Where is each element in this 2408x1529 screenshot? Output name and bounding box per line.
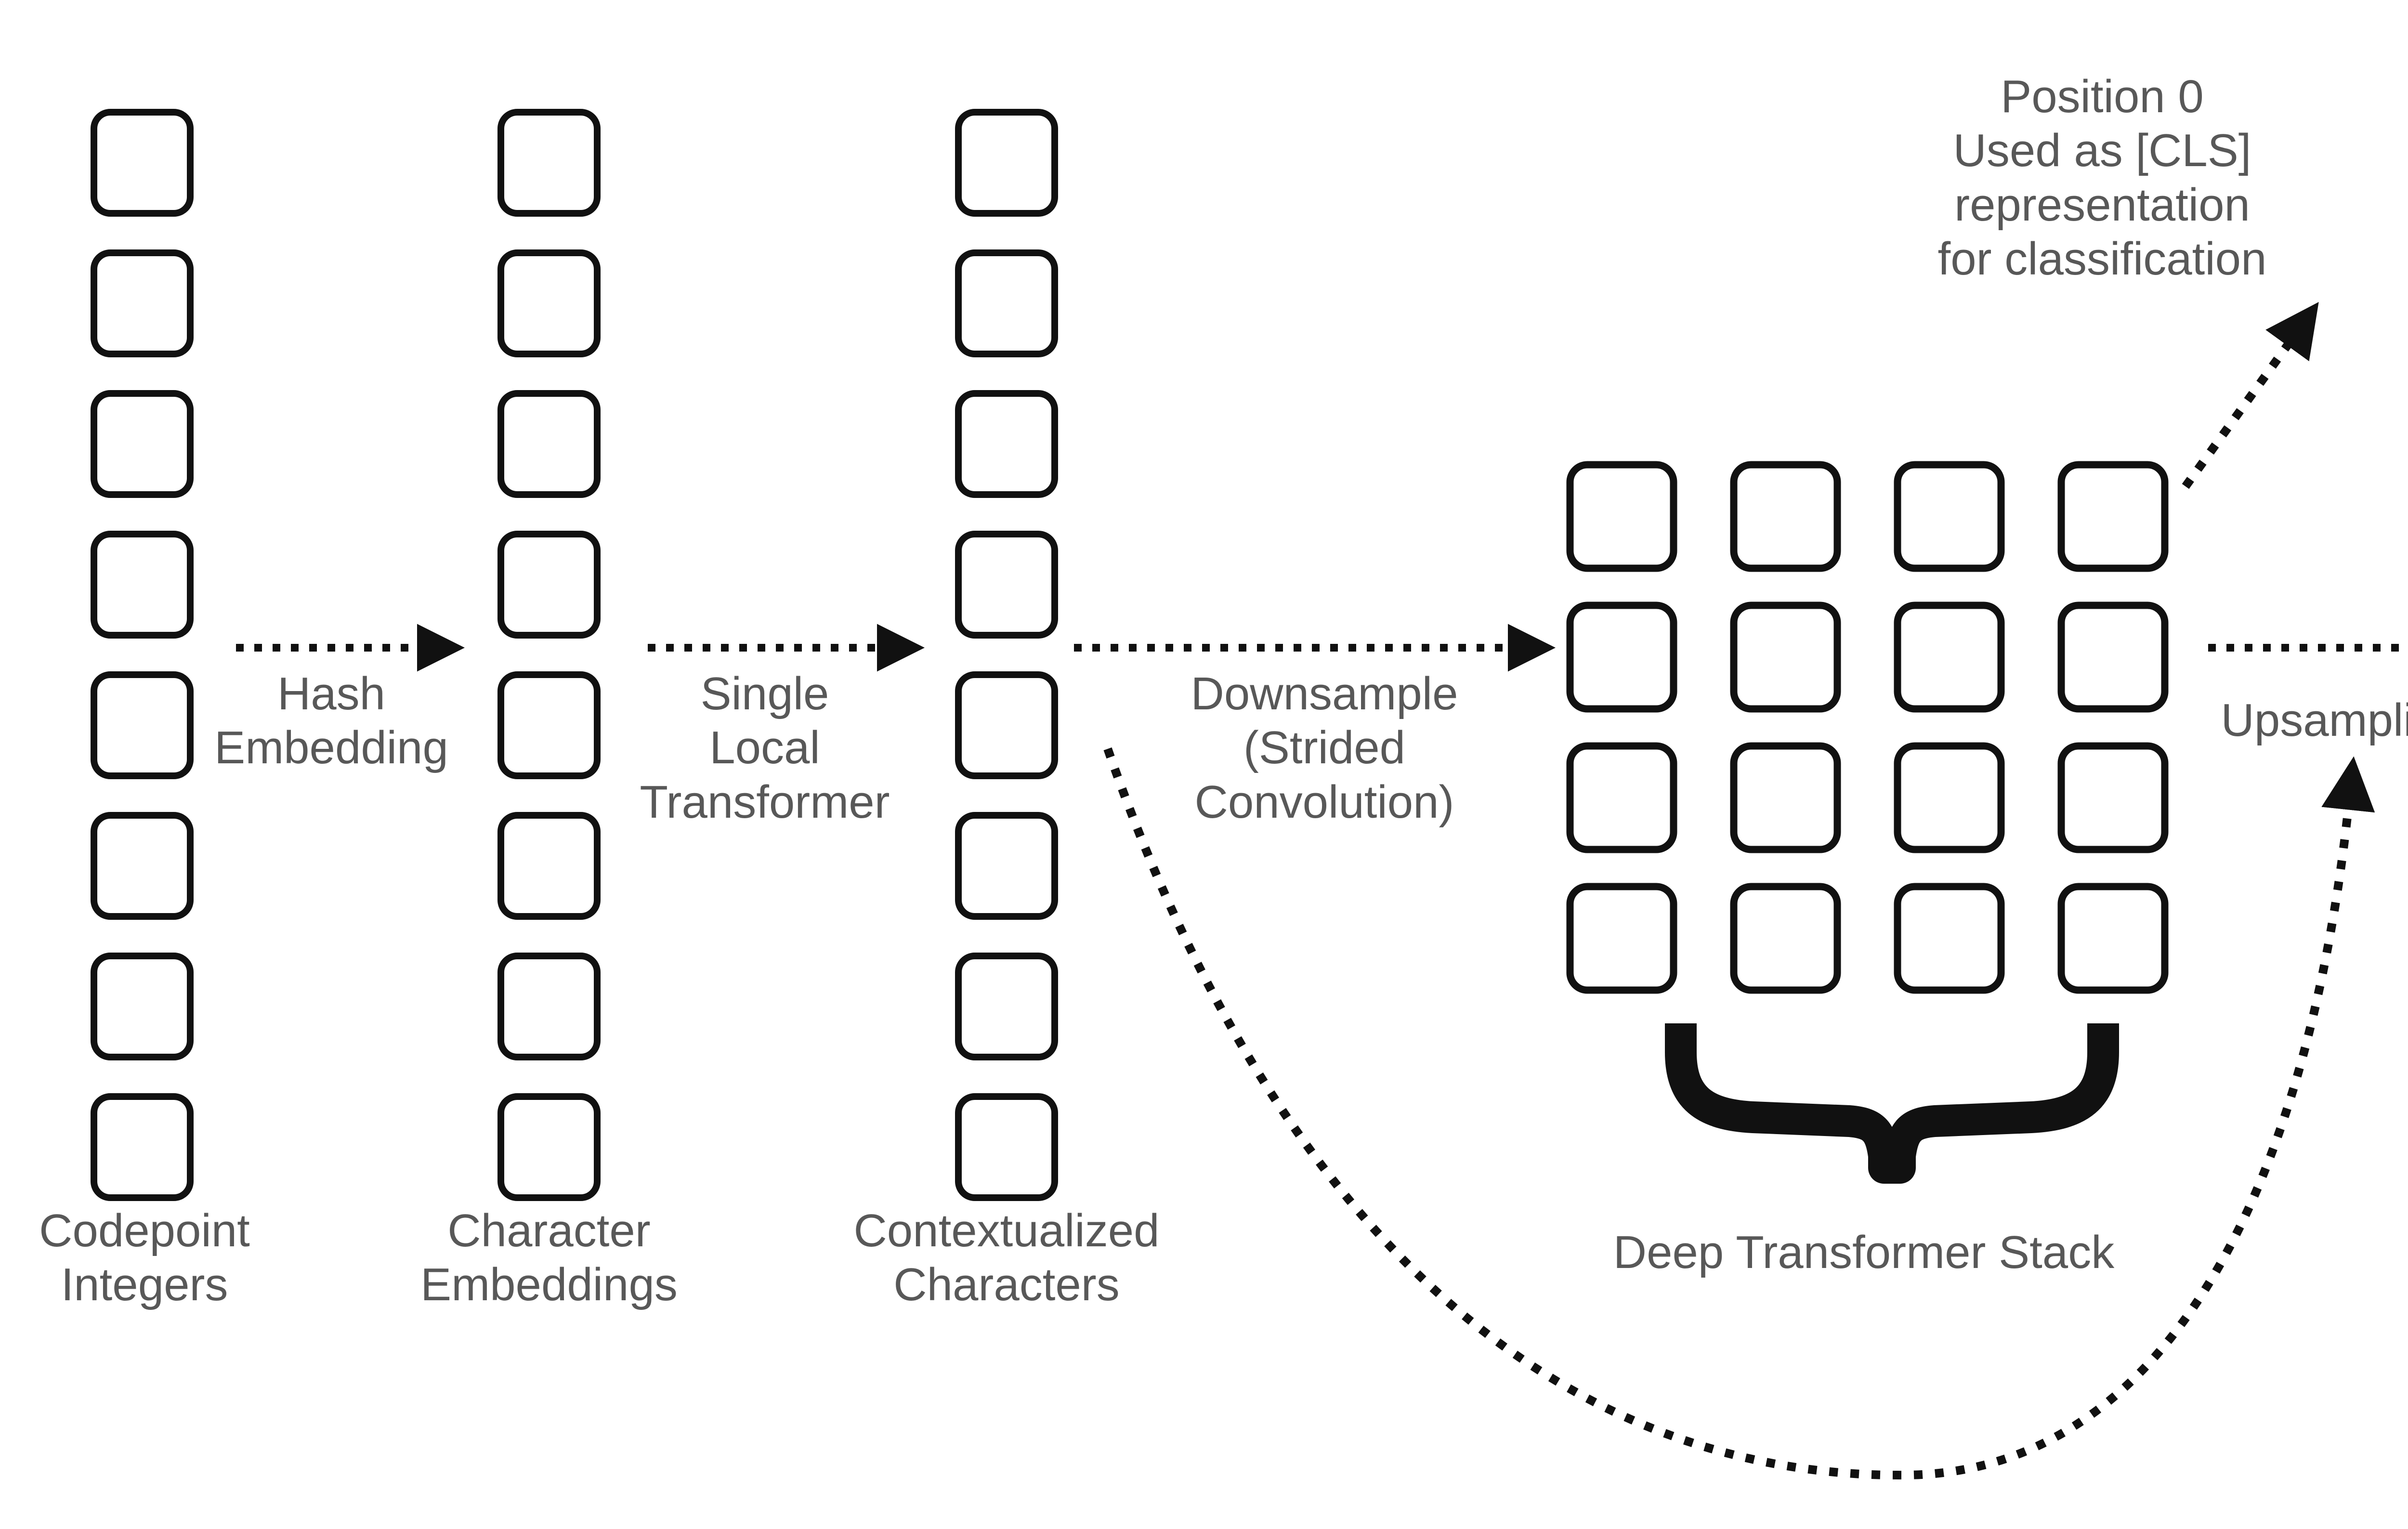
box	[955, 671, 1058, 779]
label-single-local-transformer: Single Local Transformer	[640, 668, 890, 828]
box	[91, 1093, 194, 1201]
box	[955, 1093, 1058, 1201]
box	[91, 671, 194, 779]
box	[955, 531, 1058, 639]
caption-character-embeddings: Character Embeddings	[420, 1205, 678, 1311]
grid-cell	[1566, 883, 1677, 994]
grid-cell	[1730, 883, 1841, 994]
grid-cell	[1730, 461, 1841, 572]
caption-concatenated-representations: Concatenated Representations	[2396, 1204, 2408, 1312]
box	[497, 249, 601, 357]
grid-cell	[2057, 883, 2169, 994]
box	[497, 953, 601, 1060]
box	[91, 531, 194, 639]
box	[497, 671, 601, 779]
box	[91, 812, 194, 920]
grid-cell	[2057, 461, 2169, 572]
grid-cell	[1730, 601, 1841, 713]
grid-cell	[2057, 742, 2169, 853]
grid-cell	[1566, 742, 1677, 853]
grid-cell	[1730, 742, 1841, 853]
annotation-cls-note: Position 0 Used as [CLS] representation …	[1937, 71, 2267, 285]
label-upsampling: Upsampling	[2221, 694, 2408, 746]
caption-contextualized-characters: Contextualized Characters	[853, 1205, 1160, 1311]
box	[955, 953, 1058, 1060]
box	[91, 249, 194, 357]
box	[91, 109, 194, 217]
box	[497, 531, 601, 639]
arrow-cls-pointer	[2182, 302, 2319, 489]
grid-cell	[1894, 461, 2005, 572]
grid-cell	[2057, 601, 2169, 713]
column-contextualized-characters	[955, 109, 1058, 1201]
grid-cell	[1566, 601, 1677, 713]
box	[497, 390, 601, 498]
grid-cell	[1894, 883, 2005, 994]
label-hash-embedding: Hash Embedding	[214, 668, 448, 774]
curly-brace-icon	[1665, 1023, 2119, 1184]
box	[955, 109, 1058, 217]
deep-transformer-stack-grid	[1566, 461, 2169, 994]
box	[955, 812, 1058, 920]
caption-deep-transformer-stack: Deep Transformer Stack	[1613, 1227, 2115, 1278]
box	[955, 249, 1058, 357]
box	[497, 1093, 601, 1201]
label-downsample: Downsample (Strided Convolution)	[1191, 668, 1458, 828]
caption-codepoint-integers: Codepoint Integers	[39, 1205, 250, 1311]
arrow-skip-connection	[1103, 747, 2375, 1480]
box	[497, 109, 601, 217]
grid-cell	[1894, 601, 2005, 713]
box	[955, 390, 1058, 498]
column-character-embeddings	[497, 109, 601, 1201]
box	[91, 390, 194, 498]
box	[497, 812, 601, 920]
box	[91, 953, 194, 1060]
grid-cell	[1566, 461, 1677, 572]
grid-cell	[1894, 742, 2005, 853]
column-codepoint-integers	[91, 109, 194, 1201]
